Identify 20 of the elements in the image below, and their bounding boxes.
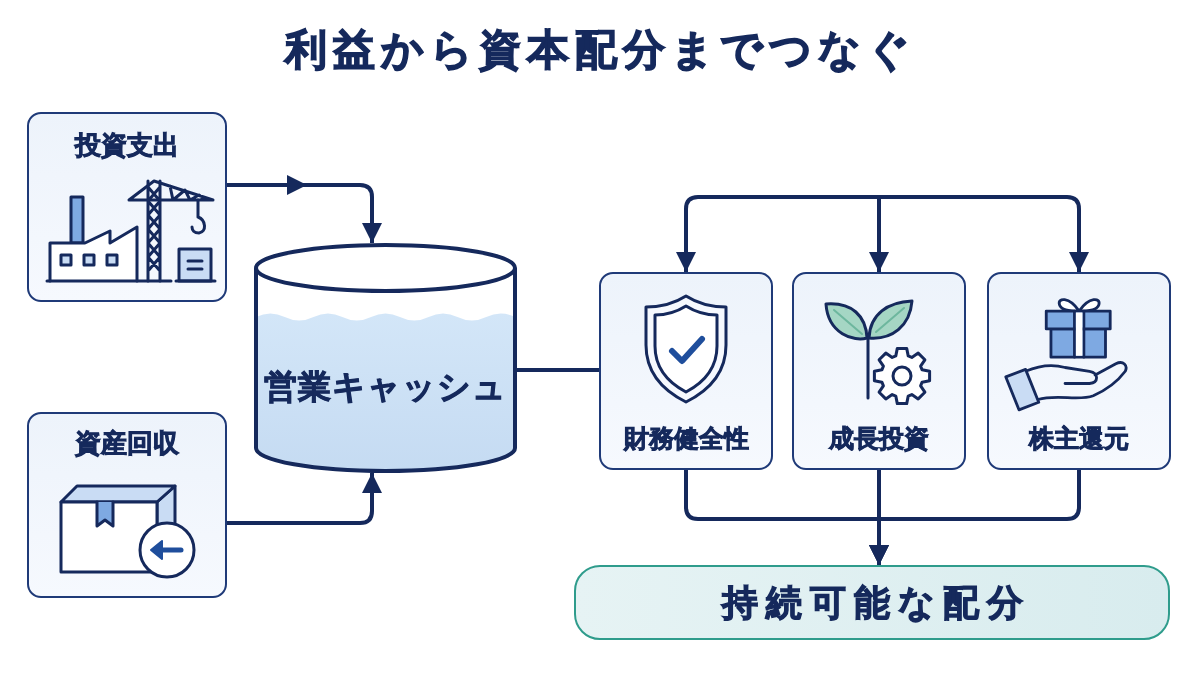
arrow — [227, 473, 382, 525]
node-label: 財務健全性 — [623, 424, 749, 454]
process-box — [27, 412, 227, 598]
outcome-box — [574, 565, 1170, 640]
process-box — [792, 272, 966, 470]
process-box — [987, 272, 1171, 470]
node-label: 成長投資 — [829, 424, 929, 454]
title: 利益から資本配分までつなぐ — [284, 24, 916, 76]
arrow — [869, 197, 889, 272]
arrow — [879, 195, 1089, 272]
node-label: 資産回収 — [75, 428, 179, 459]
node-label: 持続可能な配分 — [720, 581, 1031, 624]
arrow — [676, 195, 879, 272]
arrow — [227, 175, 382, 243]
node-label: 株主還元 — [1029, 424, 1129, 454]
node-label: 営業キャッシュ — [264, 367, 507, 407]
process-box — [599, 272, 773, 470]
process-box — [27, 112, 227, 302]
connector-line — [517, 368, 599, 372]
node-label: 投資支出 — [75, 130, 179, 161]
